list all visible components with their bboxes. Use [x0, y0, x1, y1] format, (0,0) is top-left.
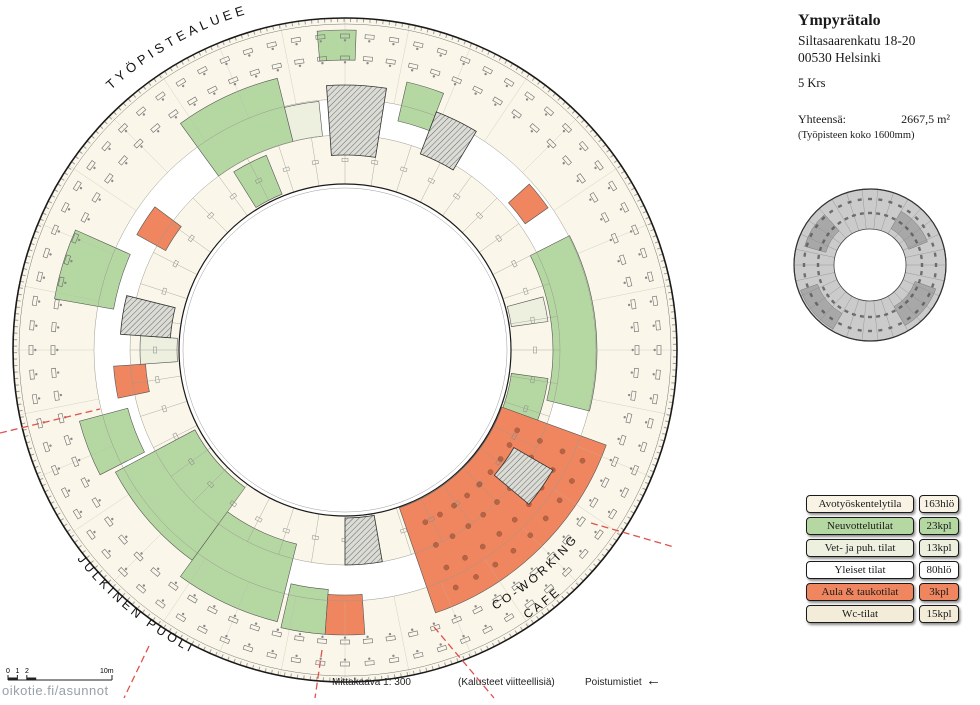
inner-courtyard — [179, 184, 511, 516]
exit-route-line — [590, 522, 675, 548]
legend-label-retreat-phone-rooms: Vet- ja puh. tilat — [806, 539, 914, 557]
scale-bar: 0 1 2 10m — [6, 668, 114, 681]
legend-item: Wc-tilat 15kpl — [806, 605, 959, 623]
exit-arrow-icon: ← — [646, 672, 661, 689]
floor-plan-drawing: TYÖPISTEALUEET JULKINEN PUOLI CO-WORKING… — [0, 0, 678, 699]
scale-end-label: 10m — [100, 668, 114, 675]
thumb-courtyard — [833, 228, 907, 302]
postal-city: 00530 Helsinki — [798, 50, 881, 65]
legend-value-open-workspace: 163hlö — [919, 495, 959, 513]
outer-wall — [12, 17, 678, 683]
legend-value-wc: 15kpl — [919, 605, 959, 623]
exit-route-line — [433, 626, 495, 699]
floor-thumbnail-drawing — [793, 188, 947, 342]
total-label: Yhteensä: — [798, 112, 846, 126]
scale-tick-1: 1 — [16, 668, 20, 675]
scale-tick-2: 2 — [25, 668, 29, 675]
window-mullions — [13, 18, 677, 682]
street-address: Siltasaarenkatu 18-20 — [798, 33, 916, 48]
floor-number: 5 Krs — [798, 76, 826, 90]
workstation-desks — [28, 33, 662, 667]
legend-label-wc: Wc-tilat — [806, 605, 914, 623]
area-summary: Yhteensä: 2667,5 m² (Työpisteen koko 160… — [798, 112, 950, 141]
legend-item: Neuvottelutilat 23kpl — [806, 517, 959, 535]
total-area-value: 2667,5 m² — [901, 112, 950, 126]
exit-routes — [0, 408, 675, 699]
legend-value-meeting-rooms: 23kpl — [919, 517, 959, 535]
map-scale-text: Mittakaava 1: 300 — [332, 677, 411, 688]
legend: Avotyöskentelytila 163hlö Neuvottelutila… — [806, 495, 959, 623]
thumb-detail — [794, 189, 946, 341]
exit-route-line — [0, 408, 101, 434]
legend-value-common-spaces: 80hlö — [919, 561, 959, 579]
outer-wall-inner-line — [18, 23, 672, 677]
legend-item: Yleiset tilat 80hlö — [806, 561, 959, 579]
floor-plan: TYÖPISTEALUEET JULKINEN PUOLI CO-WORKING… — [0, 0, 678, 699]
legend-item: Avotyöskentelytila 163hlö — [806, 495, 959, 513]
colored-room-areas — [54, 29, 607, 636]
legend-label-meeting-rooms: Neuvottelutilat — [806, 517, 914, 535]
legend-label-common-spaces: Yleiset tilat — [806, 561, 914, 579]
courtyard-wall-inner-line — [182, 187, 508, 513]
legend-item: Vet- ja puh. tilat 13kpl — [806, 539, 959, 557]
legend-label-open-workspace: Avotyöskentelytila — [806, 495, 914, 513]
watermark: oikotie.fi/asunnot — [2, 683, 109, 698]
scale-tick-0: 0 — [6, 668, 10, 675]
stair-elevator-cores — [120, 84, 554, 566]
title-block: Ympyrätalo Siltasaarenkatu 18-20 00530 H… — [798, 12, 968, 66]
furniture-note: (Kalusteet viitteellisiä) — [458, 677, 555, 688]
thumb-outline — [793, 188, 947, 342]
room-partitions — [13, 18, 677, 682]
exits-label: Poistumistiet — [585, 677, 642, 688]
building-name: Ympyrätalo — [798, 12, 881, 29]
workstation-size-note: (Työpisteen koko 1600mm) — [798, 130, 915, 141]
exit-route-line — [314, 649, 323, 699]
legend-label-lobby-break-rooms: Aula & taukotilat — [806, 583, 914, 601]
exit-route-line — [123, 645, 150, 699]
legend-value-retreat-phone-rooms: 13kpl — [919, 539, 959, 557]
legend-item: Aula & taukotilat 3kpl — [806, 583, 959, 601]
courtyard-wall — [178, 183, 512, 517]
legend-value-lobby-break-rooms: 3kpl — [919, 583, 959, 601]
floor-thumbnail — [785, 183, 955, 353]
